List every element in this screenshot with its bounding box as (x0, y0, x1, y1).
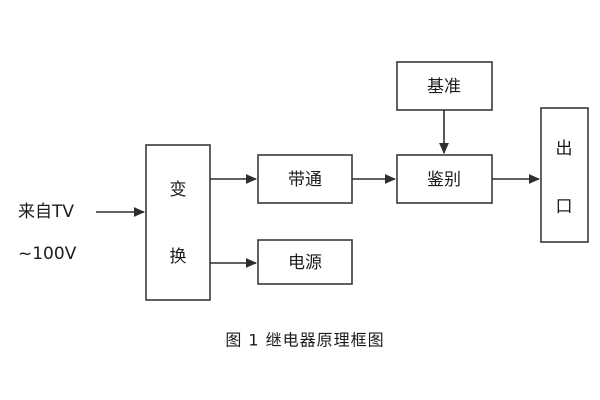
block-power (257, 239, 353, 285)
block-transform-char1: 变 (170, 180, 187, 200)
block-output (540, 107, 589, 243)
block-transform-char2: 换 (170, 247, 187, 267)
block-output-char1: 出 (556, 139, 573, 159)
block-reference (396, 61, 493, 111)
source-label-line2: ~100V (18, 244, 77, 264)
block-reference-label: 基准 (427, 77, 461, 97)
block-transform (145, 144, 211, 301)
figure-caption: 图 1 继电器原理框图 (225, 331, 384, 350)
source-label-line1: 来自TV (18, 202, 74, 222)
block-bandpass-label: 带通 (288, 170, 322, 190)
block-bandpass (257, 154, 353, 204)
block-output-char2: 口 (556, 197, 573, 217)
block-power-label: 电源 (288, 253, 322, 273)
block-discriminate-label: 鉴别 (427, 170, 461, 190)
